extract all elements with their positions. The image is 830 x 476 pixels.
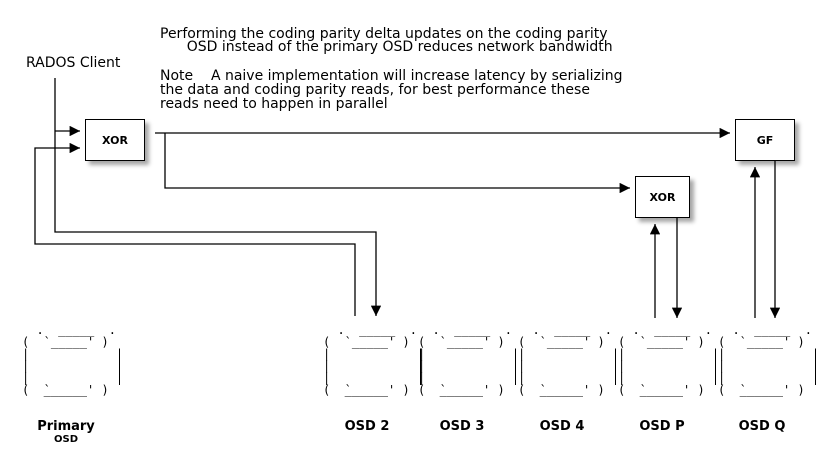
osd-cylinder-4: . _____ . ( `_____' ) | | | | | | ( `___… [618,323,720,409]
xor-right-box: XOR [635,176,690,218]
osd-cylinder-1: . _____ . ( `_____' ) | | | | | | ( `___… [323,323,425,409]
osd-label-3: OSD 4 [539,419,585,434]
note-line-1: Performing the coding parity delta updat… [160,26,608,42]
note-line-2: OSD instead of the primary OSD reduces n… [160,39,613,55]
osd-cylinder-2: . _____ . ( `_____' ) | | | | | | ( `___… [418,323,520,409]
note-line-3: Note A naive implementation will increas… [160,68,623,84]
osd2-to-xor-line [34,142,356,316]
rados-client-label: RADOS Client [26,55,121,71]
osd-label-2: OSD 3 [439,419,485,434]
osd-label-1: OSD 2 [344,419,390,434]
client-to-osd2-line [54,78,382,316]
gf-box: GF [735,119,795,161]
osd-cylinder-0: . _____ . ( `_____' ) | | | | | | ( `___… [22,323,124,409]
osd-cylinder-3: . _____ . ( `_____' ) | | | | | | ( `___… [518,323,620,409]
note-line-5: reads need to happen in parallel [160,96,388,112]
osd-label-4: OSD P [639,419,685,434]
osd-cylinder-5: . _____ . ( `_____' ) | | | | | | ( `___… [718,323,820,409]
osd-sublabel-0: OSD [53,434,78,445]
note-line-4: the data and coding parity reads, for be… [160,82,590,98]
xor-left-box: XOR [85,119,145,161]
osd-label-0: Primary [37,419,95,434]
osd-label-5: OSD Q [738,419,786,434]
xor-to-xor-right-line [164,133,630,194]
